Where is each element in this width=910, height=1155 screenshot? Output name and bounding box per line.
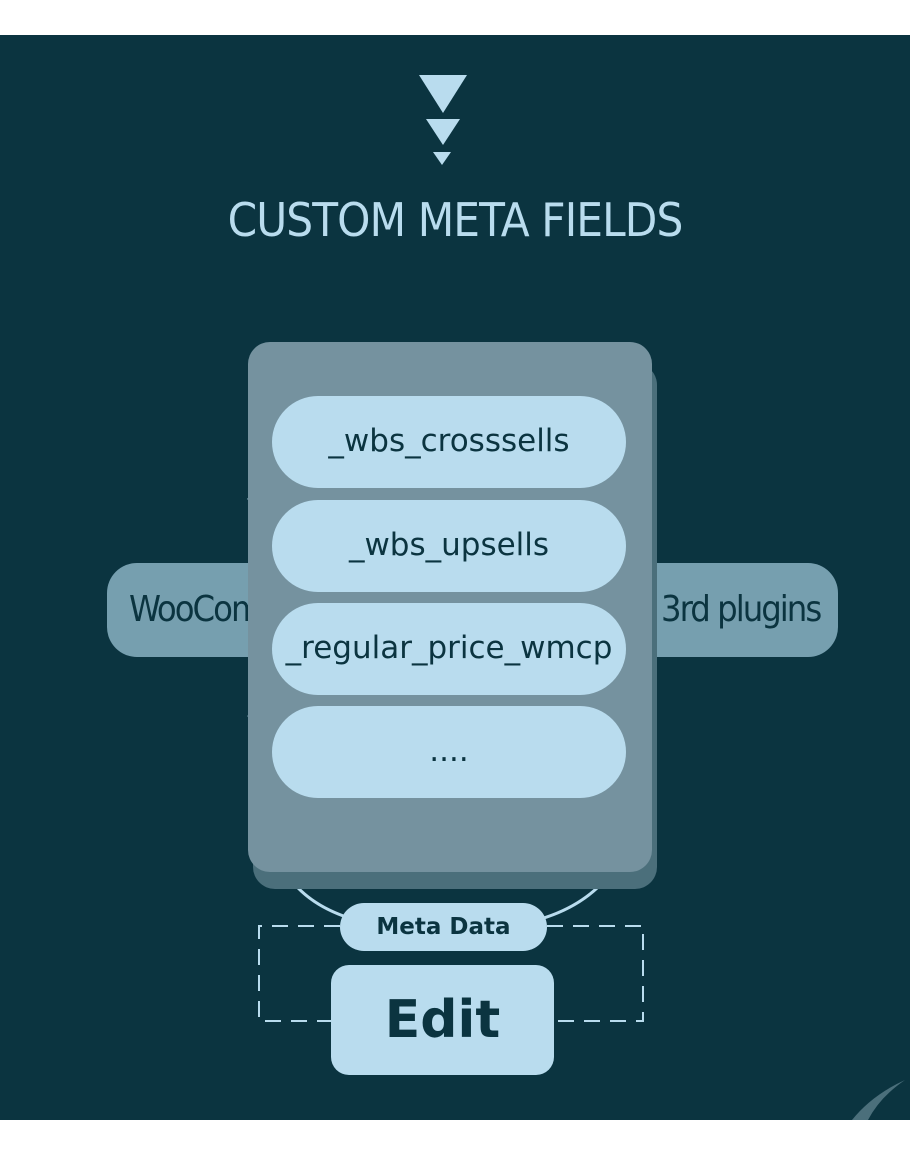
- source-third-party-plugins: 3rd plugins: [632, 563, 838, 657]
- meta-field-more: ....: [272, 706, 626, 798]
- meta-field-upsells: _wbs_upsells: [272, 500, 626, 592]
- corner-swoosh-icon: [852, 1080, 905, 1120]
- meta-field-regular-price: _regular_price_wmcp: [272, 603, 626, 695]
- edit-dashed-frame-left: [258, 925, 340, 1022]
- down-arrow-icon-small: [433, 152, 451, 165]
- down-arrow-icon-medium: [426, 119, 460, 145]
- edit-dashed-frame-right: [547, 925, 644, 1022]
- meta-data-label: Meta Data: [340, 903, 547, 951]
- edit-button[interactable]: Edit: [331, 965, 554, 1075]
- down-arrow-icon-large: [419, 75, 467, 113]
- diagram-title: CUSTOM META FIELDS: [227, 193, 684, 247]
- diagram-canvas: CUSTOM META FIELDS WooCom 3rd plugins _w…: [0, 35, 910, 1120]
- meta-field-crosssells: _wbs_crosssells: [272, 396, 626, 488]
